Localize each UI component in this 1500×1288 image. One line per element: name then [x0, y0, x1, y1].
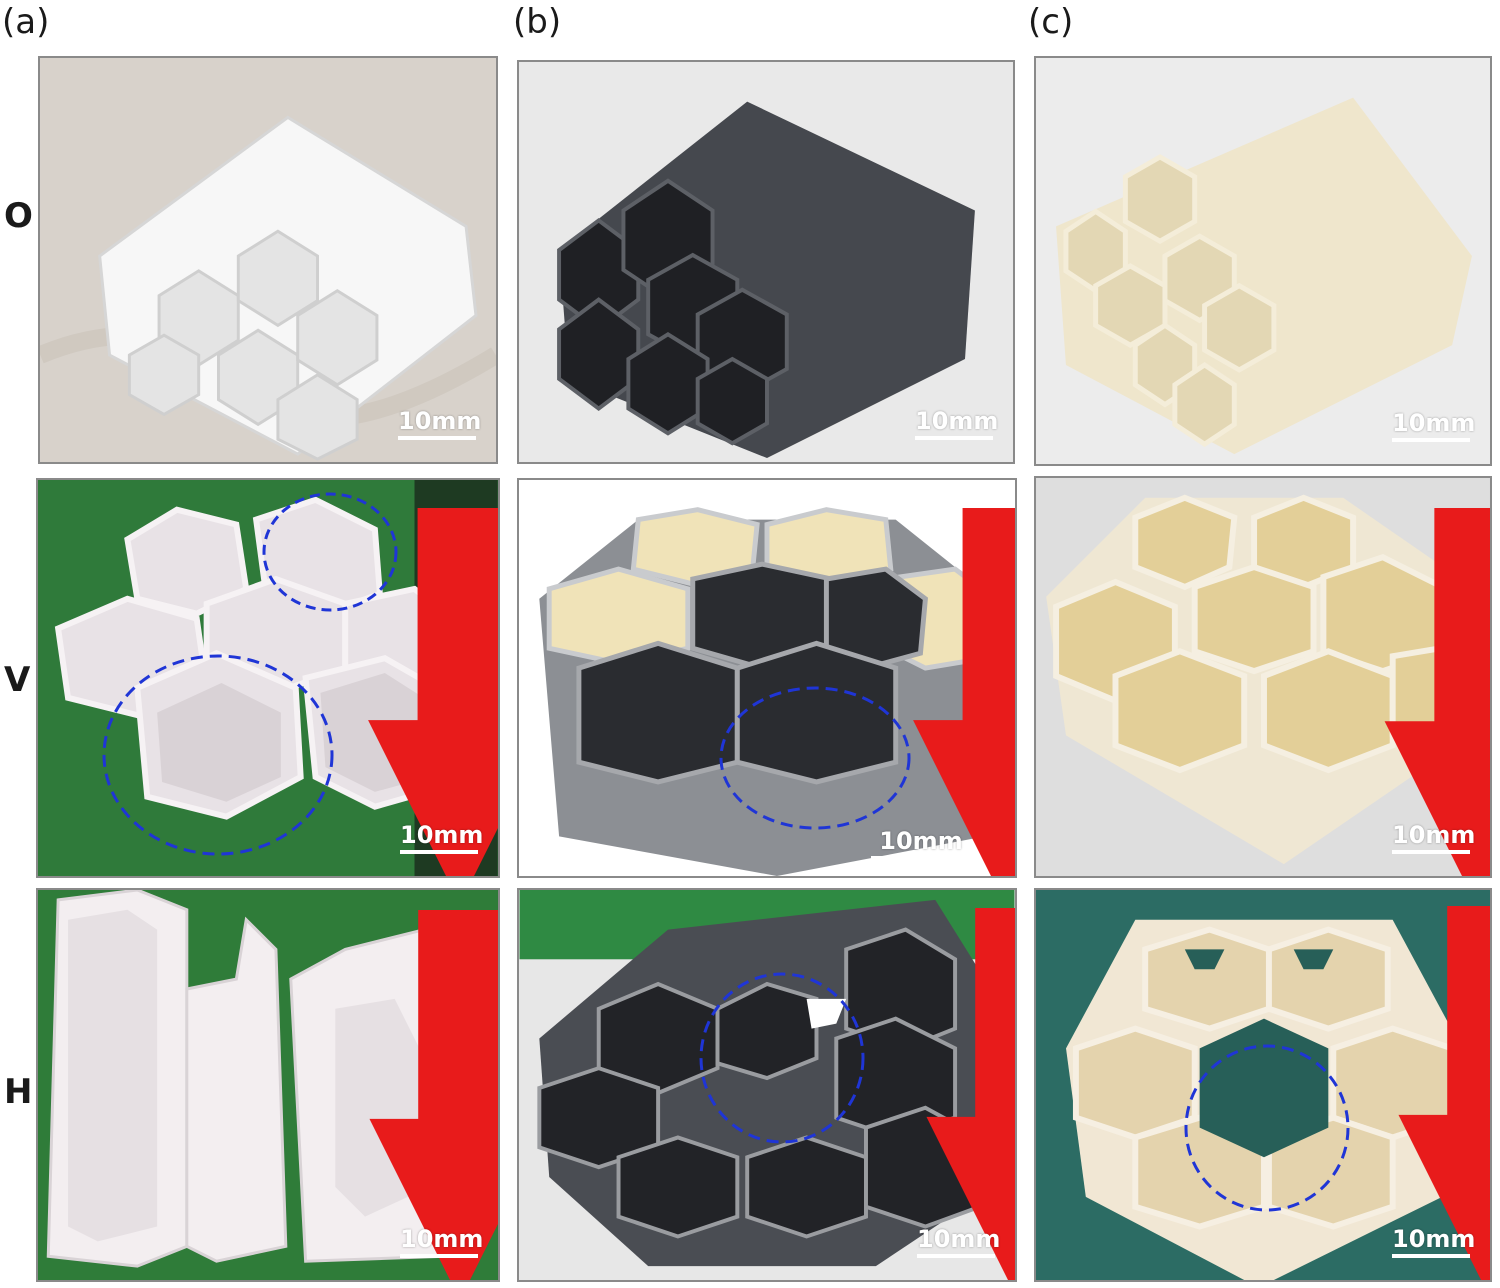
red-arrow-icon	[1384, 508, 1490, 876]
scale-bar-line	[917, 1254, 995, 1258]
scale-bar-line	[871, 856, 971, 860]
row-label-o: O	[4, 196, 33, 236]
column-label-a: (a)	[2, 2, 50, 42]
scale-bar-line	[1392, 438, 1470, 442]
scale-bar-label: 10mm	[1392, 409, 1476, 437]
scale-bar: 10mm	[400, 821, 484, 854]
scale-bar-line	[1392, 850, 1470, 854]
dashed-circle-icon	[262, 492, 398, 612]
red-arrow-icon	[1398, 906, 1490, 1280]
panel-c-o: 10mm	[1034, 56, 1492, 466]
row-label-v: V	[4, 660, 31, 700]
scale-bar-line	[1392, 1254, 1470, 1258]
scale-bar-label: 10mm	[400, 1225, 484, 1253]
scale-bar: 10mm	[917, 1225, 1001, 1258]
scale-bar-label: 10mm	[915, 407, 999, 435]
honeycomb-beige-photo	[1036, 58, 1490, 464]
scale-bar-label: 10mm	[1392, 821, 1476, 849]
scale-bar-label: 10mm	[879, 827, 963, 855]
row-label-h: H	[4, 1072, 33, 1112]
scale-bar: 10mm	[915, 407, 999, 440]
red-arrow-icon	[913, 508, 1015, 876]
scale-bar-label: 10mm	[398, 407, 482, 435]
panel-a-o: 10mm	[38, 56, 498, 464]
panel-c-h: 10mm	[1034, 888, 1492, 1282]
scale-bar: 10mm	[871, 828, 971, 860]
honeycomb-beige-folded-photo	[1036, 890, 1490, 1280]
scale-bar-line	[398, 436, 476, 440]
scale-bar: 10mm	[1392, 821, 1476, 854]
scale-bar: 10mm	[1392, 409, 1476, 442]
panel-b-h: 10mm	[517, 888, 1017, 1282]
scale-bar-label: 10mm	[917, 1225, 1001, 1253]
panel-a-v: 10mm	[36, 478, 500, 878]
red-arrow-icon	[926, 908, 1015, 1280]
column-label-b: (b)	[513, 2, 562, 42]
dashed-circle-icon	[102, 654, 334, 856]
scale-bar-label: 10mm	[1392, 1225, 1476, 1253]
honeycomb-black-crushed-photo	[519, 480, 1015, 876]
panel-b-o: 10mm	[517, 60, 1015, 464]
scale-bar: 10mm	[398, 407, 482, 440]
red-arrow-icon	[369, 910, 498, 1280]
scale-bar-label: 10mm	[400, 821, 484, 849]
dashed-circle-icon	[699, 972, 865, 1144]
scale-bar-line	[400, 1254, 478, 1258]
scale-bar: 10mm	[1392, 1225, 1476, 1258]
scale-bar-line	[400, 850, 478, 854]
panel-a-h: 10mm	[36, 888, 500, 1282]
red-arrow-icon	[368, 508, 498, 876]
column-label-c: (c)	[1028, 2, 1074, 42]
honeycomb-white-photo	[40, 58, 496, 462]
honeycomb-black-photo	[519, 62, 1013, 462]
honeycomb-black-folded-photo	[519, 890, 1015, 1280]
panel-c-v: 10mm	[1034, 476, 1492, 878]
scale-bar: 10mm	[400, 1225, 484, 1258]
scale-bar-line	[915, 436, 993, 440]
dashed-circle-icon	[719, 686, 911, 830]
panel-b-v: 10mm	[517, 478, 1017, 878]
dashed-circle-icon	[1184, 1044, 1350, 1212]
